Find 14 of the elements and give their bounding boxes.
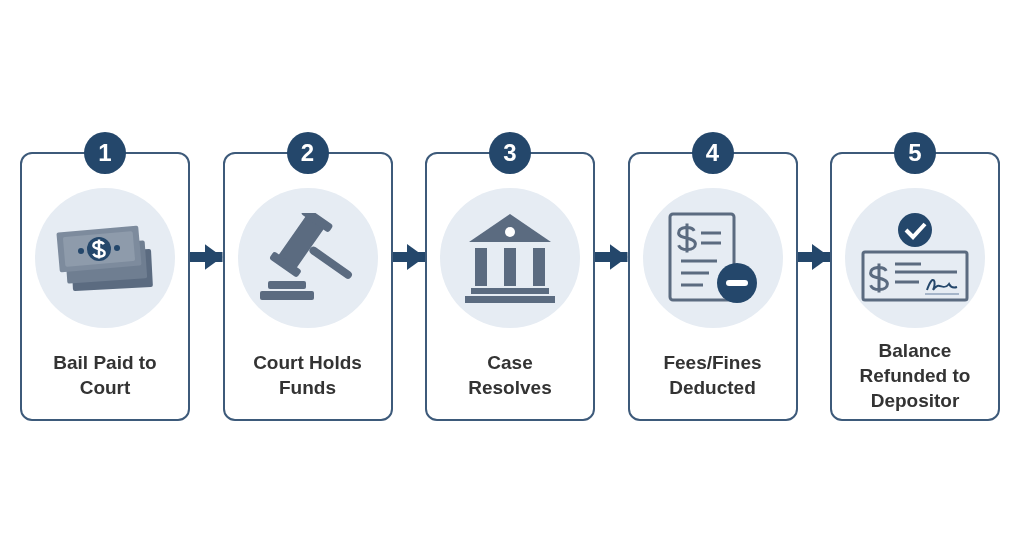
step-label: Fees/Fines Deducted	[662, 351, 763, 400]
step-number-badge: 4	[691, 132, 734, 174]
step-number-badge: 2	[286, 132, 329, 174]
step-number-badge: 1	[84, 132, 126, 174]
step-label: Case Resolves	[467, 351, 553, 400]
arrow	[797, 244, 830, 270]
step-label: Bail Paid to Court	[52, 351, 158, 400]
arrow	[190, 244, 223, 270]
step-label: Court Holds Funds	[252, 351, 363, 400]
arrow	[595, 244, 628, 270]
step-number-badge: 3	[489, 132, 531, 174]
step-number-badge: 5	[894, 132, 936, 174]
step-label: Balance Refunded to Depositor	[858, 340, 972, 410]
arrow	[392, 244, 425, 270]
